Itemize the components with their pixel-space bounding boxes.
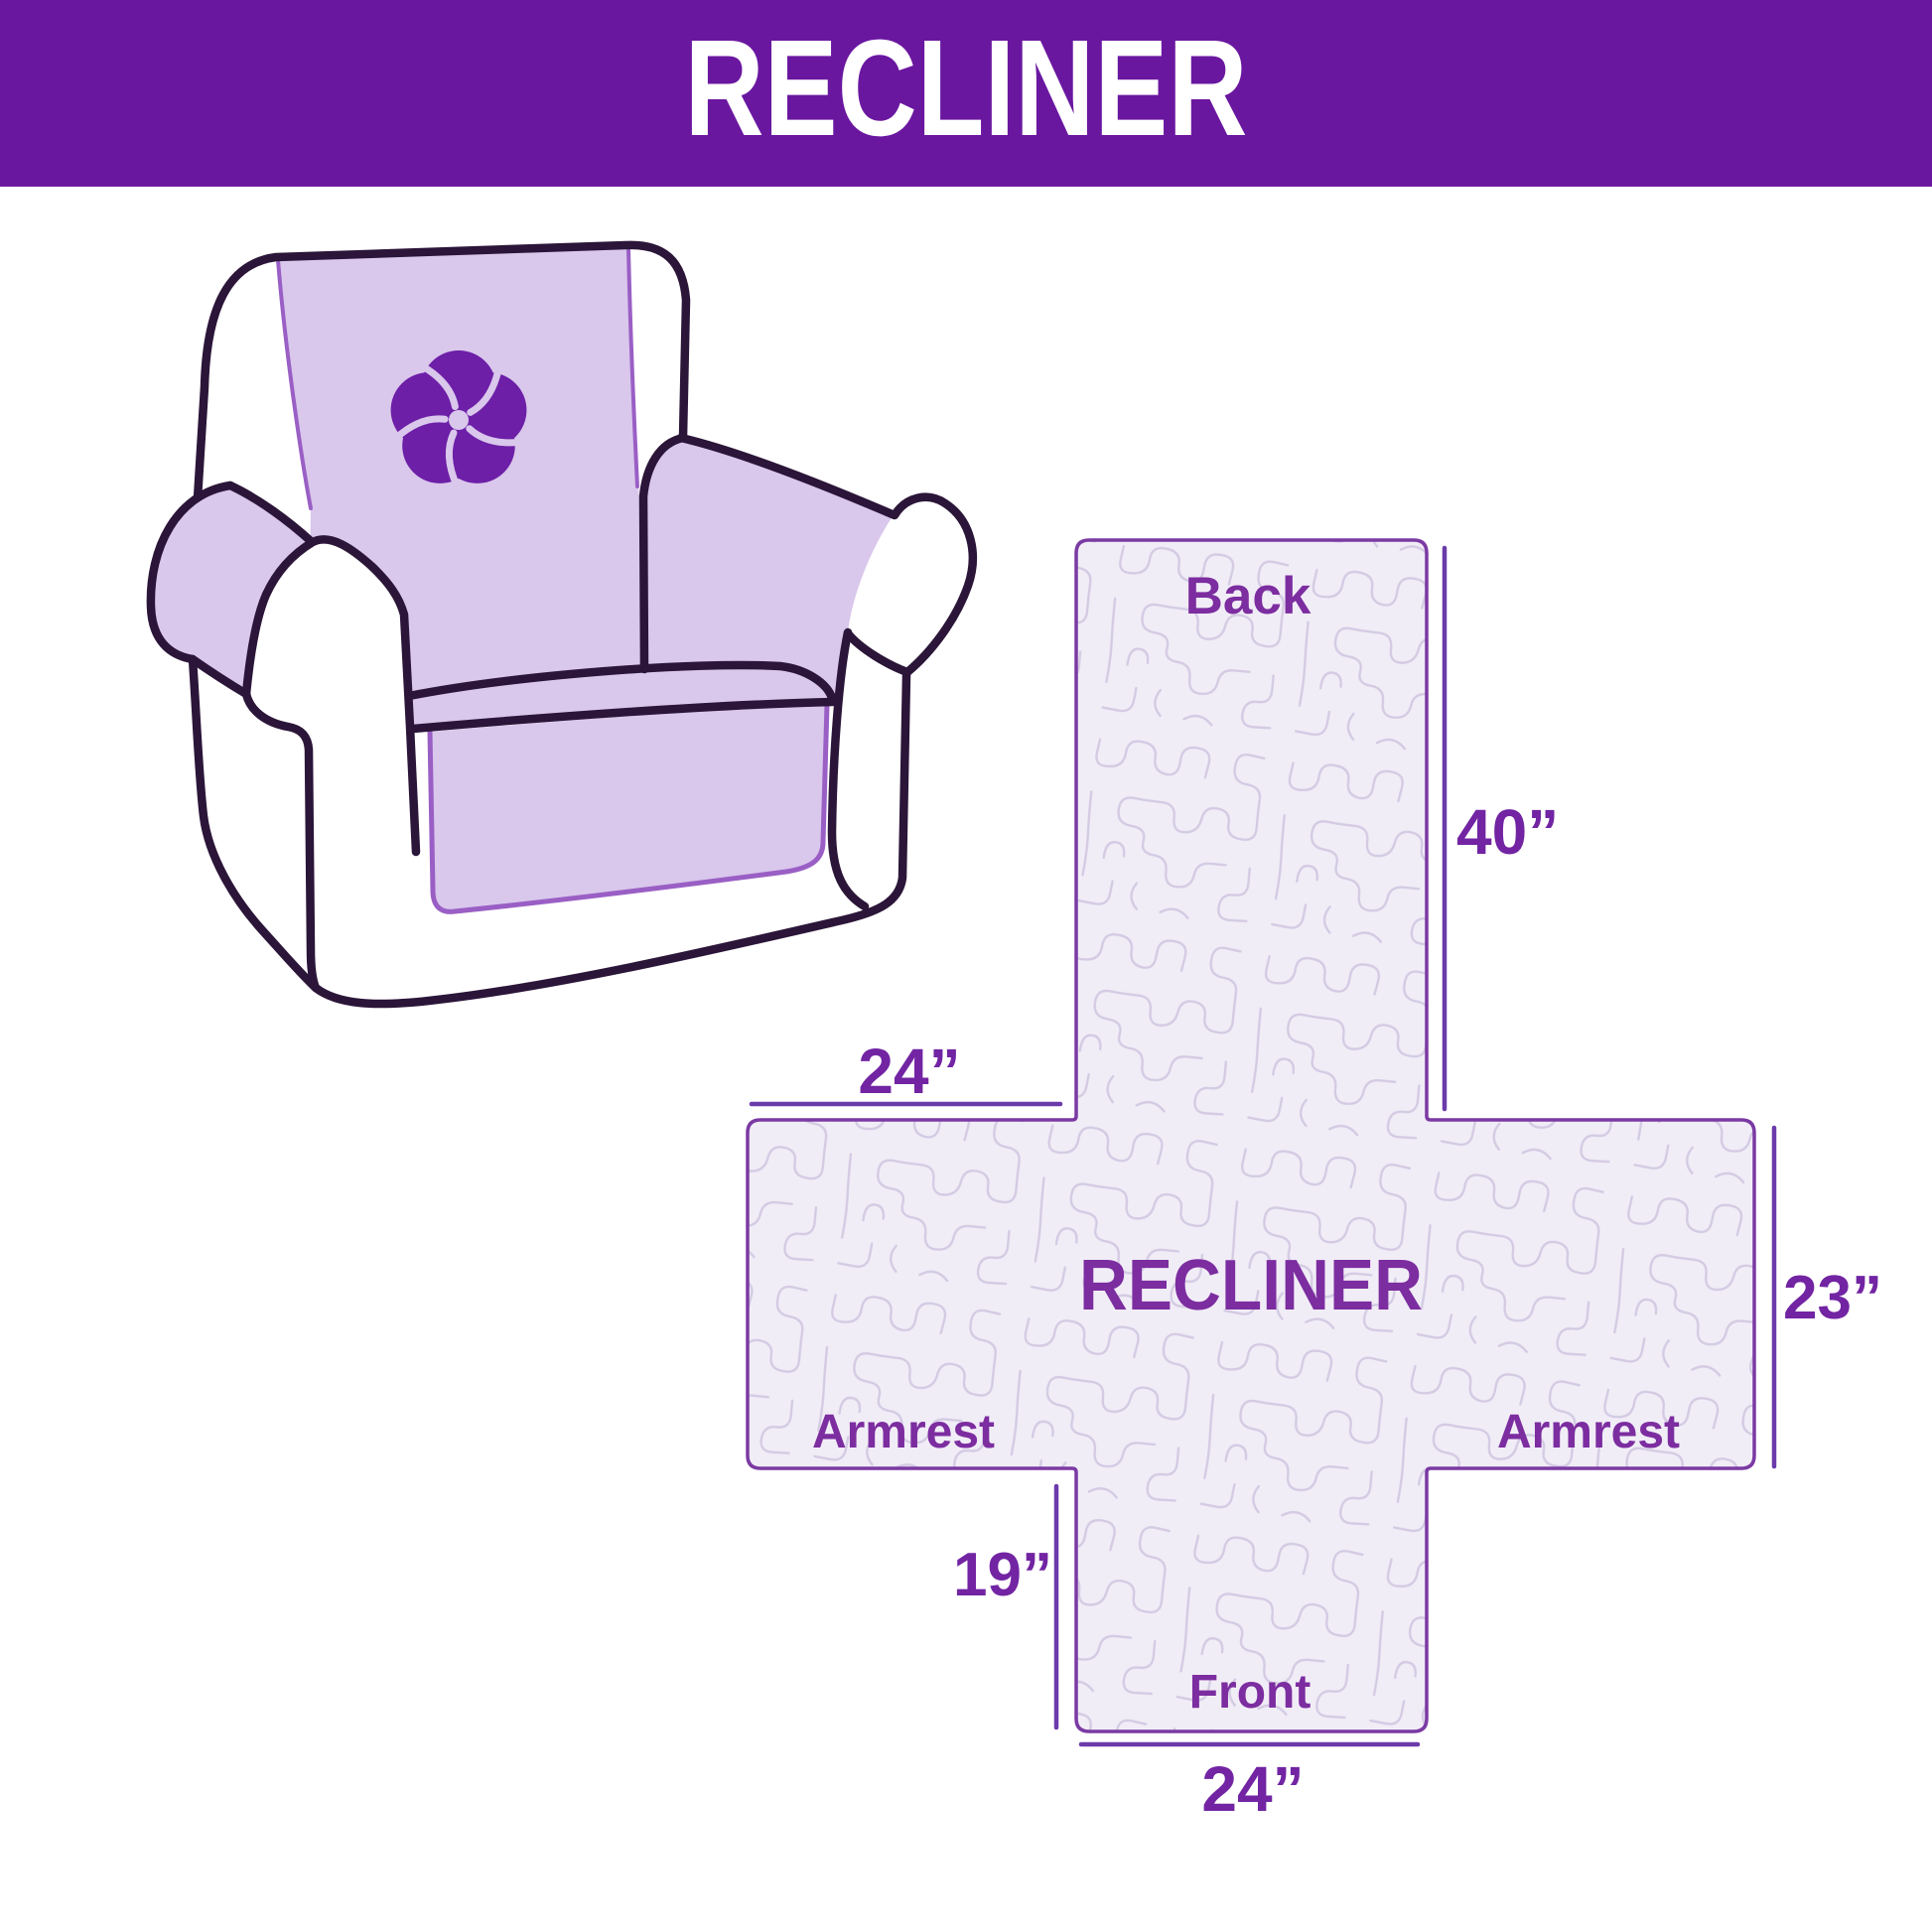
svg-text:RECLINER: RECLINER <box>1079 1246 1423 1325</box>
svg-text:Armrest: Armrest <box>812 1406 995 1458</box>
svg-text:24”: 24” <box>858 1035 960 1107</box>
svg-text:Front: Front <box>1189 1666 1311 1719</box>
svg-text:Armrest: Armrest <box>1497 1406 1680 1458</box>
svg-text:Back: Back <box>1185 567 1311 625</box>
svg-text:24”: 24” <box>1201 1753 1304 1825</box>
svg-text:23”: 23” <box>1783 1264 1882 1332</box>
svg-text:40”: 40” <box>1456 796 1559 868</box>
svg-text:RECLINER: RECLINER <box>685 12 1248 165</box>
svg-text:19”: 19” <box>953 1541 1052 1609</box>
